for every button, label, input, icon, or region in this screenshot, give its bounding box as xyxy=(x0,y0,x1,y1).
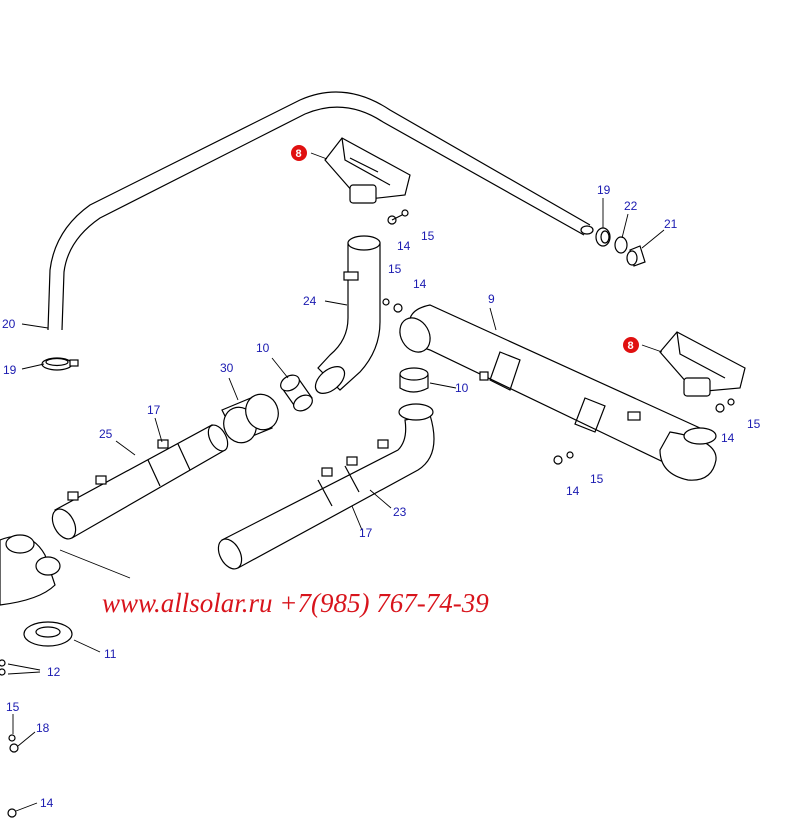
elbow-duct-24 xyxy=(314,235,381,394)
leader-lines xyxy=(7,152,665,812)
cap-10-left xyxy=(280,374,313,412)
label-14-e: 14 xyxy=(40,796,54,810)
label-15-a: 15 xyxy=(421,229,435,243)
label-19-bottom: 19 xyxy=(3,363,17,377)
y-branch-duct xyxy=(0,534,61,606)
duct-23 xyxy=(217,403,435,570)
label-10-right: 10 xyxy=(455,381,469,395)
ring-22 xyxy=(614,236,628,254)
label-14-c: 14 xyxy=(721,431,735,445)
label-18: 18 xyxy=(36,721,50,735)
duct-25 xyxy=(51,424,229,540)
label-19-top: 19 xyxy=(597,183,611,197)
badge-8-right: 8 xyxy=(623,337,639,353)
label-12: 12 xyxy=(47,665,61,679)
label-15-b: 15 xyxy=(388,262,402,276)
cap-10-right xyxy=(399,367,429,393)
label-11: 11 xyxy=(104,647,117,661)
vent-outlet-8-right xyxy=(659,331,746,397)
label-10-left: 10 xyxy=(256,341,270,355)
label-24: 24 xyxy=(303,294,317,308)
label-21: 21 xyxy=(664,217,678,231)
clamp-19-top xyxy=(595,227,611,247)
sleeve-30 xyxy=(221,393,279,444)
svg-text:8: 8 xyxy=(296,148,302,160)
label-14-a: 14 xyxy=(397,239,411,253)
part-labels: 20 19 19 22 21 14 15 15 14 24 9 10 10 30… xyxy=(2,183,761,810)
label-17-b: 17 xyxy=(359,526,373,540)
label-30: 30 xyxy=(220,361,234,375)
coupling-21 xyxy=(626,245,646,267)
label-25: 25 xyxy=(99,427,113,441)
grommet-11 xyxy=(23,621,73,647)
label-9: 9 xyxy=(488,292,495,306)
bent-tube-20 xyxy=(47,91,594,331)
svg-text:8: 8 xyxy=(628,340,634,352)
vent-outlet-8-top xyxy=(324,137,411,204)
label-22: 22 xyxy=(624,199,638,213)
badge-8-top: 8 xyxy=(291,145,307,161)
bolt-washer-set xyxy=(0,209,735,818)
label-15-d: 15 xyxy=(590,472,604,486)
label-23: 23 xyxy=(393,505,407,519)
label-14-b: 14 xyxy=(413,277,427,291)
label-15-c: 15 xyxy=(747,417,761,431)
label-14-d: 14 xyxy=(566,484,580,498)
label-17-a: 17 xyxy=(147,403,161,417)
clamp-19-bottom xyxy=(41,357,79,371)
duct-9 xyxy=(399,304,717,481)
label-15-e: 15 xyxy=(6,700,20,714)
label-20: 20 xyxy=(2,317,16,331)
watermark-text: www.allsolar.ru +7(985) 767-74-39 xyxy=(102,588,489,618)
